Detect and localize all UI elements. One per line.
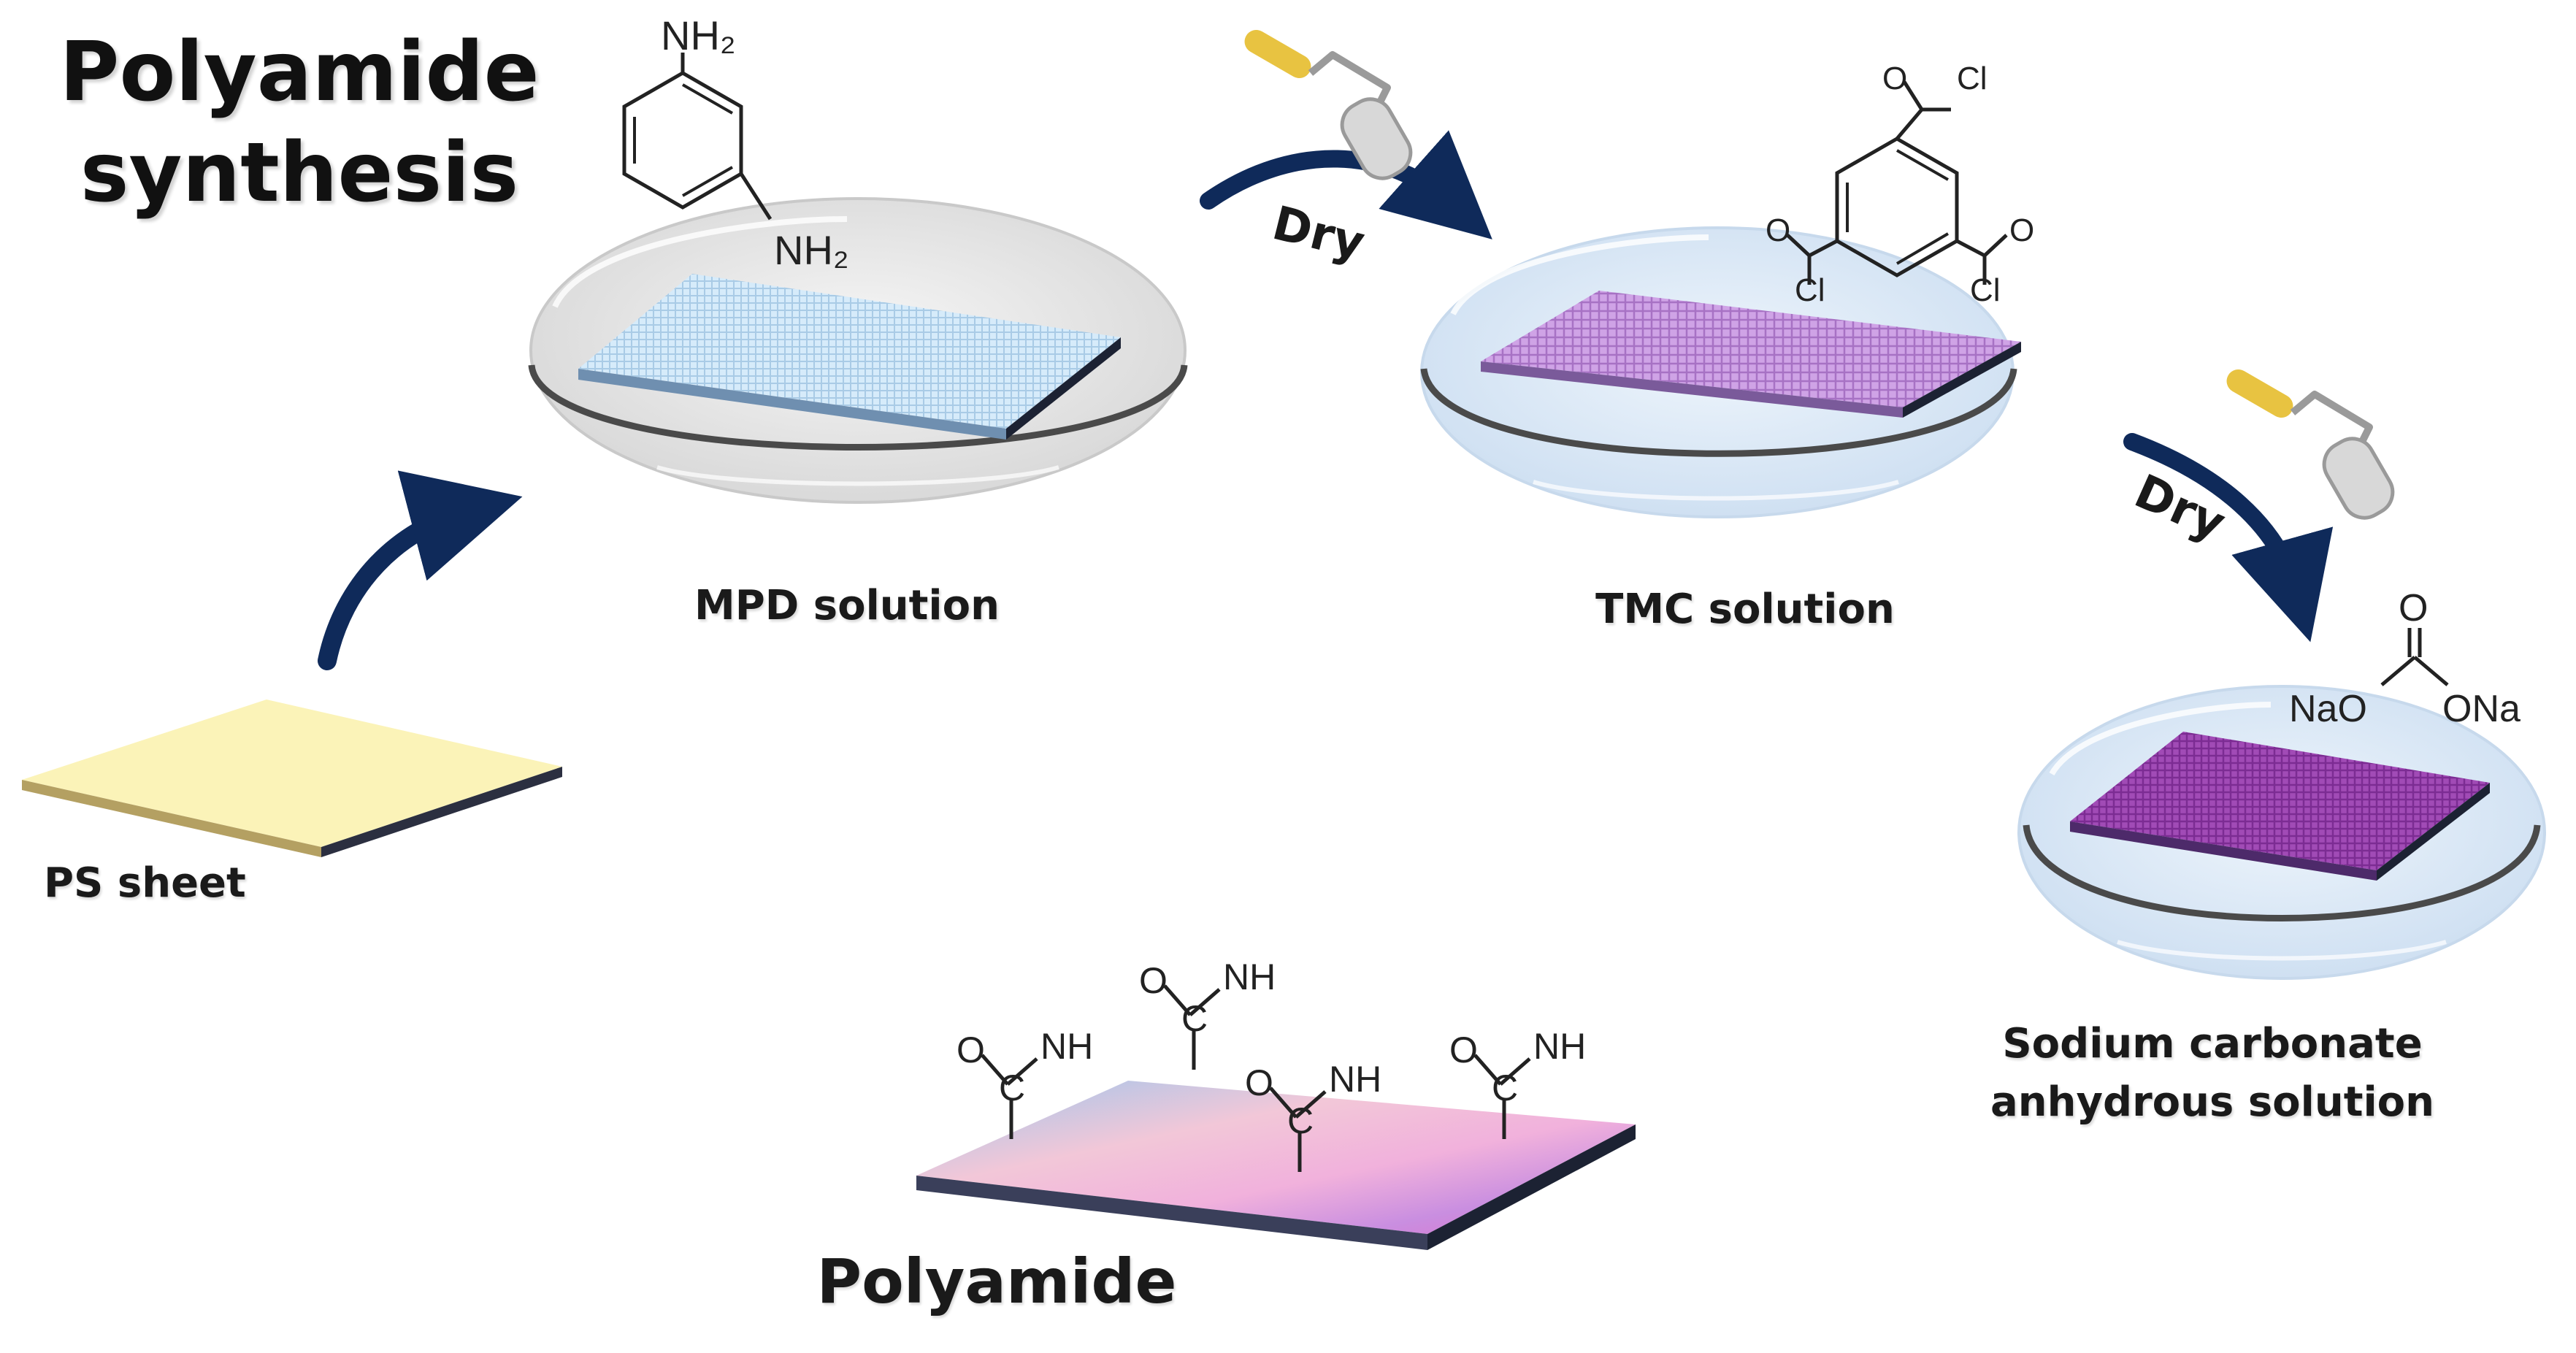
- mpd-molecule: NH₂ NH₂: [622, 12, 849, 273]
- tmc-oxygen-right: O: [2009, 212, 2034, 248]
- svg-text:C: C: [1492, 1068, 1518, 1108]
- ps-sheet-label: PS sheet: [44, 859, 246, 907]
- carbonate-naO: NaO: [2289, 688, 2367, 730]
- arrow-dry-1: [1200, 130, 1492, 239]
- svg-text:O: O: [1245, 1062, 1273, 1103]
- svg-text:C: C: [1181, 998, 1208, 1039]
- sodium-label-line-2: anhydrous solution: [1990, 1078, 2435, 1126]
- sodium-carbonate-sheet: [2070, 732, 2490, 881]
- sodium-carbonate-molecule: O NaO ONa: [2289, 587, 2521, 730]
- svg-text:C: C: [1287, 1100, 1314, 1141]
- diagram-title: Polyamide synthesis: [44, 22, 555, 223]
- amide-group: O C NH: [1449, 1026, 1586, 1139]
- amide-group: O C NH: [1245, 1059, 1381, 1172]
- svg-text:NH: NH: [1329, 1059, 1381, 1100]
- svg-text:NH: NH: [1040, 1026, 1093, 1067]
- sodium-label-line-1: Sodium carbonate: [2002, 1020, 2423, 1068]
- mpd-amine-bottom: NH₂: [774, 227, 849, 273]
- paint-roller-icon: [2226, 369, 2395, 520]
- tmc-oxygen-top: O: [1882, 61, 1907, 96]
- svg-text:NH: NH: [1223, 957, 1276, 997]
- tmc-chlorine-left: Cl: [1795, 272, 1825, 308]
- arrow-dry-2: [2123, 433, 2334, 643]
- dry-label-1: Dry: [1267, 196, 1370, 271]
- svg-text:C: C: [999, 1068, 1025, 1108]
- svg-text:O: O: [1449, 1030, 1478, 1070]
- amide-group: O C NH: [1139, 957, 1276, 1070]
- polyamide-sheet: [916, 1081, 1636, 1250]
- mpd-solution-label: MPD solution: [694, 582, 1000, 629]
- polyamide-label: Polyamide: [816, 1246, 1177, 1317]
- tmc-oxygen-left: O: [1766, 212, 1790, 248]
- title-line-2: synthesis: [80, 126, 519, 221]
- tmc-chlorine-right: Cl: [1970, 272, 2001, 308]
- tmc-sheet: [1481, 291, 2021, 418]
- svg-text:O: O: [957, 1030, 985, 1070]
- carbonate-ONa: ONa: [2442, 688, 2521, 730]
- tmc-molecule: O Cl O Cl O Cl: [1766, 61, 2034, 308]
- mpd-amine-top: NH₂: [661, 12, 736, 58]
- title-line-1: Polyamide: [59, 25, 540, 120]
- mpd-sheet: [578, 274, 1121, 440]
- tmc-chlorine-top: Cl: [1957, 61, 1987, 96]
- svg-text:NH: NH: [1533, 1026, 1586, 1067]
- svg-text:O: O: [1139, 960, 1168, 1001]
- amide-group: O C NH: [957, 1026, 1093, 1139]
- paint-roller-icon: [1244, 30, 1413, 180]
- ps-sheet: [22, 700, 562, 857]
- tmc-solution-label: TMC solution: [1595, 586, 1895, 633]
- carbonate-oxygen: O: [2399, 587, 2428, 629]
- arrow-ps-to-mpd: [318, 470, 523, 670]
- sodium-carbonate-label: Sodium carbonate anhydrous solution: [1942, 1015, 2483, 1132]
